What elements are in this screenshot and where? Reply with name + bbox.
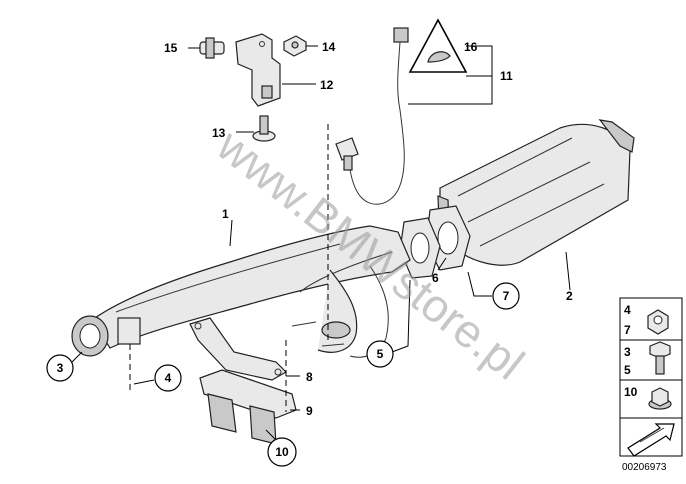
- fastener-kit-panel: 4 7 3 5 10: [619, 297, 683, 457]
- oxygen-sensor-part-11: [335, 27, 409, 205]
- front-pipe-part-1: [71, 225, 411, 358]
- circled-callout-5: 5: [366, 340, 394, 368]
- warning-label-part-16: [408, 18, 468, 73]
- circled-callout-4: 4: [154, 364, 182, 392]
- callout-9: 9: [306, 404, 313, 418]
- callout-13: 13: [212, 126, 226, 140]
- arrow-icon: [627, 423, 675, 457]
- callout-8: 8: [306, 370, 313, 384]
- callout-15: 15: [164, 41, 178, 55]
- flange-nut-icon: [648, 387, 672, 410]
- circled-callout-3: 3: [46, 354, 74, 382]
- support-bracket-part-8: [189, 317, 287, 381]
- gasket-part-5: [399, 217, 441, 279]
- rubber-mount-part-9: [199, 369, 297, 445]
- hex-nut-icon: [647, 309, 669, 335]
- svg-text:7: 7: [503, 289, 510, 303]
- callout-11: 11: [500, 69, 513, 83]
- callout-labels: 15 14 16 11 12 13 1 2 6 8 9 7 5 3 4 10: [46, 40, 573, 467]
- callout-16: 16: [464, 40, 478, 54]
- bracket-part-12: [235, 33, 281, 107]
- svg-text:10: 10: [275, 445, 289, 459]
- callout-12: 12: [320, 78, 334, 92]
- kit-row-3-top: 10: [624, 385, 638, 399]
- kit-row-1-top: 4: [624, 303, 631, 317]
- kit-row-2-bottom: 5: [624, 363, 631, 377]
- callout-2: 2: [566, 289, 573, 303]
- callout-14: 14: [322, 40, 336, 54]
- svg-text:4: 4: [165, 371, 172, 385]
- circled-callout-7: 7: [492, 282, 520, 310]
- callout-1: 1: [222, 207, 229, 221]
- kit-row-1-bottom: 7: [624, 323, 631, 337]
- kit-row-2-top: 3: [624, 345, 631, 359]
- callout-6: 6: [432, 271, 439, 285]
- svg-text:5: 5: [377, 347, 384, 361]
- hex-bolt-icon: [649, 341, 671, 375]
- sensor-clip-part-15: [188, 37, 225, 59]
- bolt-part-13: [252, 115, 276, 142]
- clip-nut-part-14: [283, 35, 307, 57]
- reference-number: 00206973: [622, 462, 667, 473]
- circled-callout-10: 10: [267, 437, 297, 467]
- svg-text:3: 3: [57, 361, 64, 375]
